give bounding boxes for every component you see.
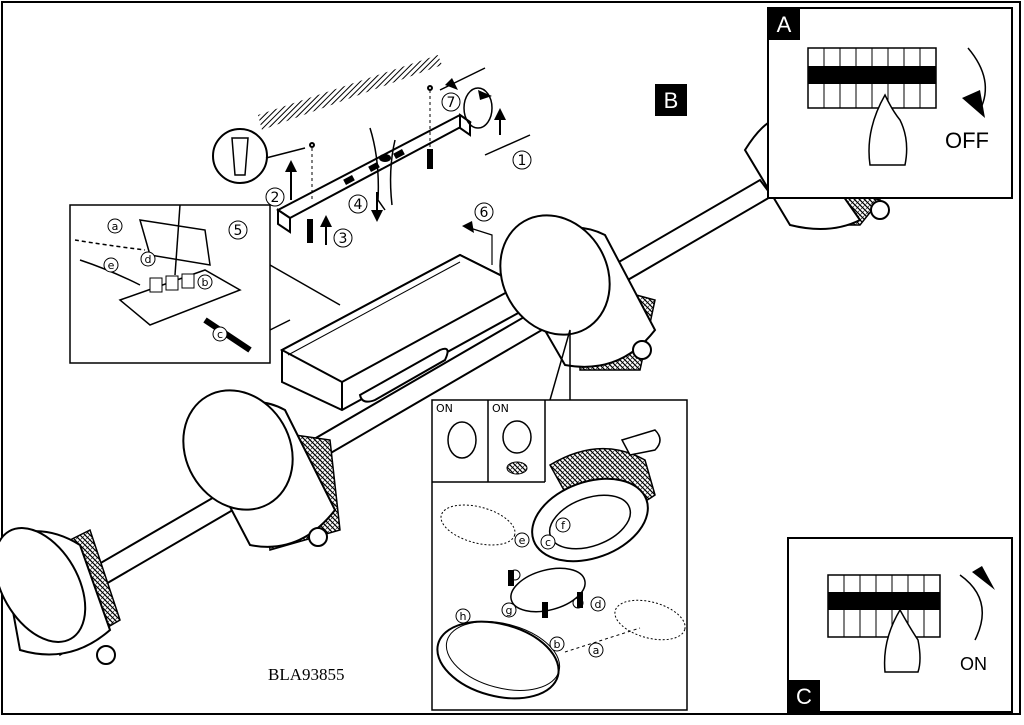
wiring-label-e: e: [103, 257, 119, 273]
mounting-bracket: [258, 55, 472, 243]
canopy-box: [279, 253, 523, 412]
lamp-inset: ON ON a b c d e f g h: [431, 329, 688, 711]
svg-text:a: a: [112, 220, 119, 233]
spot-label-h: h: [455, 608, 471, 624]
wiring-label-c: c: [212, 326, 228, 342]
step-6: 6: [462, 202, 494, 265]
svg-text:e: e: [108, 259, 115, 272]
svg-text:a: a: [593, 644, 600, 657]
svg-text:g: g: [506, 604, 513, 617]
step-2: 2: [265, 160, 297, 207]
wiring-label-d: d: [140, 251, 156, 267]
spotlight-3: [499, 214, 657, 371]
svg-text:b: b: [554, 638, 561, 651]
svg-text:4: 4: [354, 197, 363, 213]
wall-plug-callout: [212, 128, 306, 184]
svg-text:1: 1: [518, 153, 527, 169]
spotlight-1: [0, 527, 121, 665]
on-label: ON: [960, 654, 987, 674]
spot-label-c: c: [540, 534, 556, 550]
spot-label-b: b: [549, 636, 565, 652]
spotlight-2: [182, 389, 341, 551]
svg-text:6: 6: [480, 205, 489, 221]
svg-text:d: d: [145, 253, 152, 266]
spot-label-d: d: [590, 596, 606, 612]
svg-text:5: 5: [234, 223, 243, 239]
svg-text:b: b: [202, 276, 209, 289]
svg-text:h: h: [460, 610, 467, 623]
off-label: OFF: [945, 128, 989, 153]
svg-text:f: f: [561, 519, 566, 532]
panel-c-tag: C: [796, 684, 812, 709]
wiring-label-b: b: [197, 274, 213, 290]
spot-label-f: f: [555, 517, 571, 533]
panel-a-tag: A: [777, 12, 792, 37]
wiring-label-a: a: [107, 218, 123, 234]
panel-c: C ON: [787, 537, 1013, 713]
spot-label-g: g: [501, 602, 517, 618]
bulb-on-label-1: ON: [436, 402, 453, 415]
model-code: BLA93855: [268, 665, 345, 684]
spot-label-a: a: [588, 642, 604, 658]
svg-text:B: B: [664, 88, 679, 113]
step-1: 1: [484, 108, 532, 170]
step-7: 7: [439, 67, 493, 129]
spot-label-e: e: [514, 532, 530, 548]
step-3: 3: [320, 215, 353, 248]
bulb-on-label-2: ON: [492, 402, 509, 415]
svg-text:c: c: [217, 328, 223, 341]
svg-text:2: 2: [271, 190, 280, 206]
panel-b-tag: B: [655, 84, 687, 116]
svg-text:c: c: [545, 536, 551, 549]
wiring-inset: 5 a b c d e: [69, 204, 341, 364]
svg-text:7: 7: [447, 95, 456, 111]
svg-text:3: 3: [339, 231, 348, 247]
panel-a: A OFF: [767, 7, 1013, 199]
step-4: 4: [348, 192, 383, 222]
svg-text:e: e: [519, 534, 526, 547]
svg-text:d: d: [595, 598, 602, 611]
